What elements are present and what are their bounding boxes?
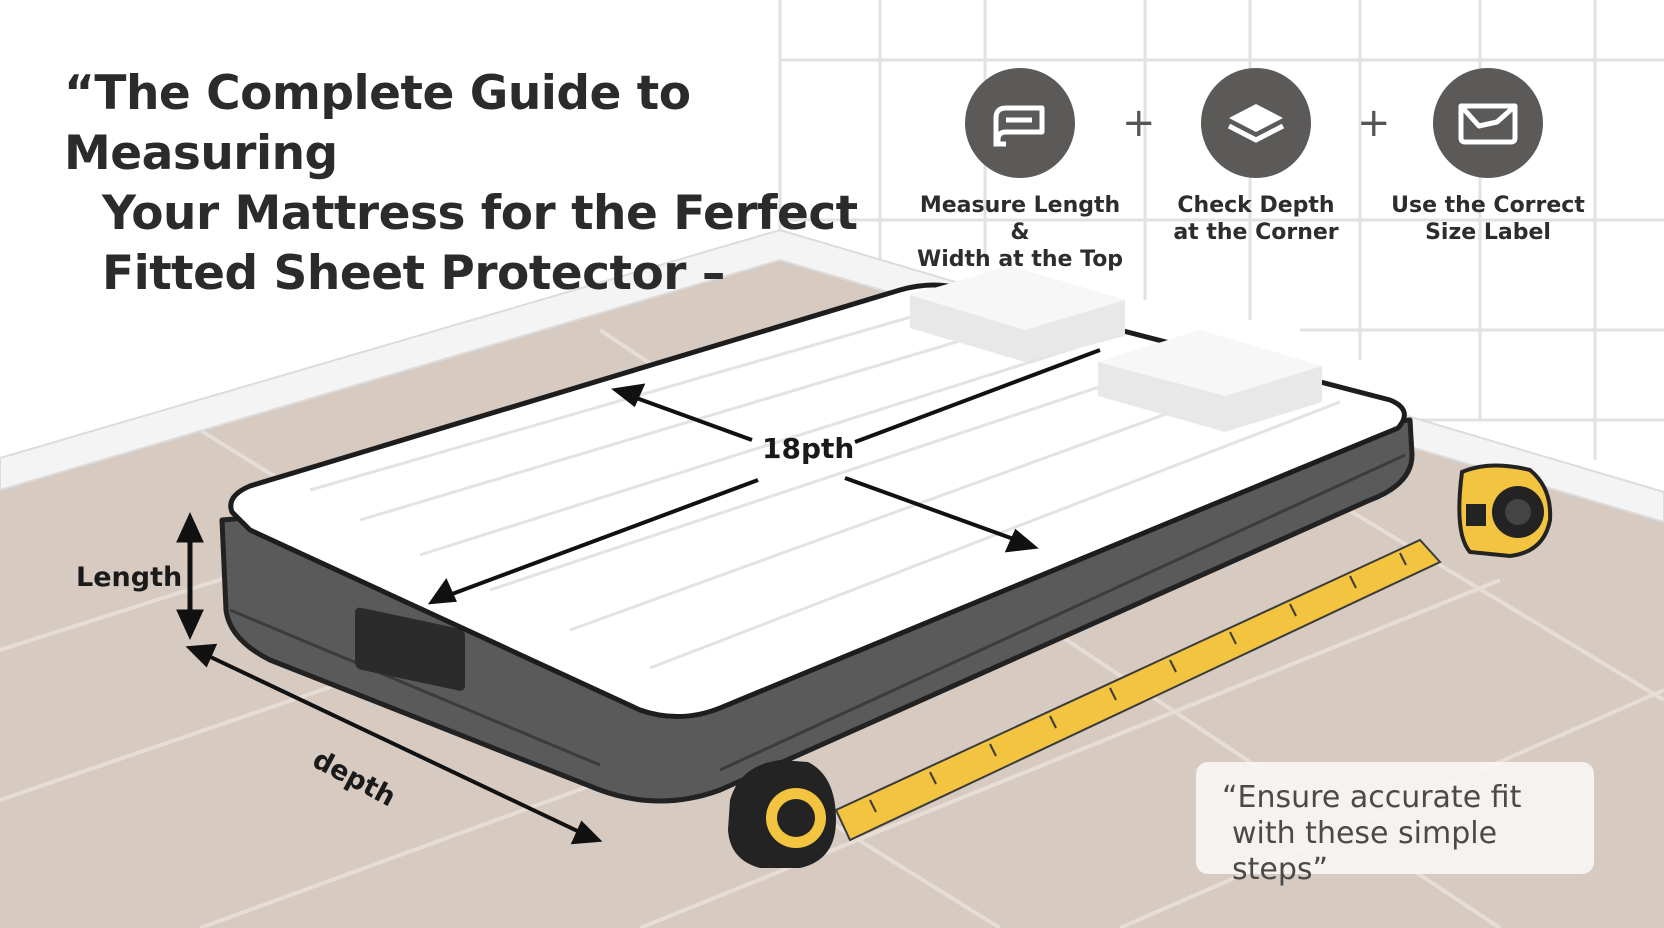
width-label: 18pth xyxy=(762,432,855,465)
pillow-right xyxy=(1098,330,1322,432)
length-arrow xyxy=(176,511,204,641)
step-2-label-line-2: at the Corner xyxy=(1173,220,1339,245)
step-2-label-line-1: Check Depth xyxy=(1177,193,1335,218)
baseboard xyxy=(0,228,1664,524)
mattress-seam xyxy=(229,608,601,767)
tip-note-line-1: “Ensure accurate fit xyxy=(1222,780,1522,815)
tip-note-line-2: with these simple steps” xyxy=(1232,816,1498,887)
step-1-label-line-1: Measure Length & xyxy=(919,193,1121,245)
tip-note: “Ensure accurate fit with these simple s… xyxy=(1196,762,1594,887)
layers-icon xyxy=(1201,68,1311,178)
depth-arrow xyxy=(185,643,603,845)
sheet-fold-icon xyxy=(965,68,1075,178)
step-size-label: Use the Correct Size Label xyxy=(1383,68,1593,246)
title-line-1: “The Complete Guide to Measuring xyxy=(64,66,691,181)
fitted-sheet-icon xyxy=(1433,68,1543,178)
step-3-label-line-2: Size Label xyxy=(1425,220,1551,245)
title-line-3: Fitted Sheet Protector – xyxy=(102,246,725,301)
mattress-handle xyxy=(355,607,465,691)
pillow-left xyxy=(910,266,1125,362)
tape-measure xyxy=(728,463,1553,868)
plus-separator: + xyxy=(1357,100,1391,146)
step-check-depth: Check Depth at the Corner xyxy=(1151,68,1361,246)
plus-separator: + xyxy=(1122,100,1156,146)
length-label: Length xyxy=(76,562,183,593)
step-measure-length-width: Measure Length & Width at the Top xyxy=(915,68,1125,273)
page-title: “The Complete Guide to Measuring Your Ma… xyxy=(64,64,884,304)
tape-case-front xyxy=(728,760,836,868)
tape-case-back xyxy=(1457,463,1553,559)
width-arrow xyxy=(427,348,1101,605)
step-1-label-line-2: Width at the Top xyxy=(916,247,1124,272)
title-line-2: Your Mattress for the Ferfect xyxy=(102,186,858,241)
step-3-label-line-1: Use the Correct xyxy=(1391,193,1585,218)
